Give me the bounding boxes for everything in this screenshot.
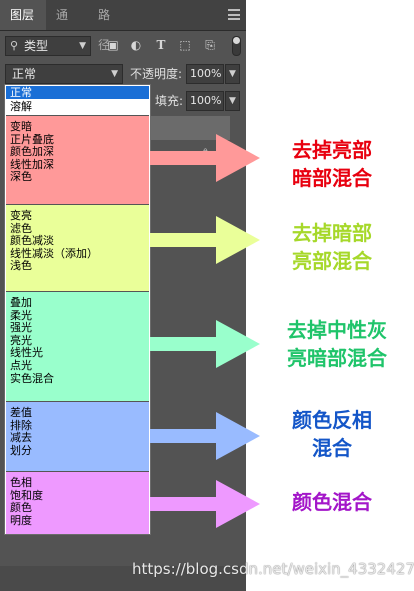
blend-option[interactable]: 明度	[10, 513, 32, 527]
blend-option[interactable]: 实色混合	[10, 371, 54, 385]
tab-paths[interactable]: 路径	[98, 8, 111, 52]
panel-footer	[0, 566, 246, 591]
blend-option[interactable]: 饱和度	[10, 488, 43, 502]
arrow-right-icon	[150, 412, 260, 460]
image-filter-icon[interactable]: ▣	[107, 38, 119, 52]
annotation-line: 混合	[312, 436, 352, 460]
arrow-right-icon	[150, 480, 260, 528]
watermark-text: https://blog.csdn.net/weixin_43324273	[132, 560, 414, 578]
blend-option[interactable]: 变暗	[10, 120, 32, 133]
annotation-contrast: 去掉中性灰 亮暗部混合	[262, 316, 412, 372]
blend-group-lighten: 变亮 滤色 颜色减淡 线性减淡（添加） 浅色	[6, 204, 149, 291]
filter-kind-value: 类型	[24, 39, 49, 53]
annotation-line: 亮暗部混合	[287, 346, 387, 370]
blend-option[interactable]: 划分	[10, 443, 32, 457]
blend-option[interactable]: 叠加	[10, 296, 32, 309]
opacity-input[interactable]: 100%	[186, 64, 224, 84]
blend-option[interactable]: 深色	[10, 170, 32, 184]
filter-toggle[interactable]	[232, 36, 241, 56]
opacity-chevron-icon[interactable]: ▼	[225, 64, 240, 84]
adjustment-filter-icon[interactable]: ◐	[130, 38, 142, 52]
blend-option[interactable]: 正片叠底	[10, 132, 54, 146]
blend-option[interactable]: 点光	[10, 358, 32, 372]
opacity-label: 不透明度:	[130, 67, 183, 81]
blend-option[interactable]: 颜色加深	[10, 145, 54, 159]
blend-option[interactable]: 柔光	[10, 308, 32, 322]
fill-label: 填充:	[155, 94, 184, 108]
blend-option[interactable]: 线性光	[10, 346, 43, 360]
blend-option-dissolve[interactable]: 溶解	[10, 100, 32, 113]
type-filter-icon[interactable]: T	[156, 38, 166, 52]
annotation-lighten: 去掉暗部 亮部混合	[262, 219, 402, 275]
panel-tab-bar: 图层 通道 路径	[0, 0, 246, 52]
blend-option[interactable]: 色相	[10, 476, 32, 489]
blend-group-color: 色相 饱和度 颜色 明度	[6, 471, 149, 534]
annotation-color: 颜色混合	[262, 488, 402, 516]
blend-group-contrast: 叠加 柔光 强光 亮光 线性光 点光 实色混合	[6, 291, 149, 401]
panel-menu-icon[interactable]	[228, 9, 240, 20]
blend-option[interactable]: 减去	[10, 431, 32, 445]
shape-filter-icon[interactable]: ⬚	[179, 38, 191, 52]
smart-object-filter-icon[interactable]: ⎘	[205, 38, 215, 52]
arrow-right-icon	[150, 134, 260, 182]
blend-mode-select[interactable]: 正常 ▼	[5, 64, 123, 84]
blend-option[interactable]: 线性加深	[10, 157, 54, 171]
blend-mode-value: 正常	[12, 67, 37, 81]
blend-group-darken: 变暗 正片叠底 颜色加深 线性加深 深色	[6, 115, 149, 204]
blend-option[interactable]: 颜色减淡	[10, 234, 54, 248]
chevron-down-icon: ▼	[111, 69, 118, 79]
blend-option[interactable]: 变亮	[10, 209, 32, 222]
blend-option[interactable]: 排除	[10, 418, 32, 432]
annotation-invert: 颜色反相 混合	[262, 406, 402, 462]
blend-mode-dropdown: 正常 溶解 变暗 正片叠底 颜色加深 线性加深 深色 变亮 滤色 颜色减淡 线性…	[4, 84, 151, 535]
arrow-right-icon	[150, 320, 260, 368]
chevron-down-icon: ▼	[79, 41, 86, 51]
annotation-line: 去掉中性灰	[287, 318, 387, 342]
annotation-line: 去掉亮部	[292, 138, 372, 162]
annotation-line: 暗部混合	[292, 166, 372, 190]
blend-option[interactable]: 浅色	[10, 259, 32, 273]
arrow-right-icon	[150, 216, 260, 264]
filter-kind-select[interactable]: ⚲ 类型 ▼	[5, 36, 91, 56]
annotation-line: 颜色反相	[292, 408, 372, 432]
tab-layers[interactable]: 图层	[0, 0, 46, 30]
tab-channels[interactable]: 通道	[56, 8, 69, 52]
fill-input[interactable]: 100%	[186, 91, 224, 111]
blend-option[interactable]: 滤色	[10, 221, 32, 235]
blend-option-normal[interactable]: 正常	[6, 86, 149, 99]
search-icon: ⚲	[10, 39, 19, 52]
annotation-line: 亮部混合	[292, 249, 372, 273]
blend-option[interactable]: 强光	[10, 321, 32, 335]
fill-chevron-icon[interactable]: ▼	[225, 91, 240, 111]
annotation-line: 颜色混合	[292, 490, 372, 514]
blend-option[interactable]: 差值	[10, 406, 32, 419]
blend-option[interactable]: 亮光	[10, 333, 32, 347]
annotation-line: 去掉暗部	[292, 221, 372, 245]
blend-option[interactable]: 线性减淡（添加）	[10, 246, 98, 260]
blend-group-comparative: 差值 排除 减去 划分	[6, 401, 149, 471]
blend-option[interactable]: 颜色	[10, 501, 32, 515]
annotation-darken: 去掉亮部 暗部混合	[262, 136, 402, 192]
